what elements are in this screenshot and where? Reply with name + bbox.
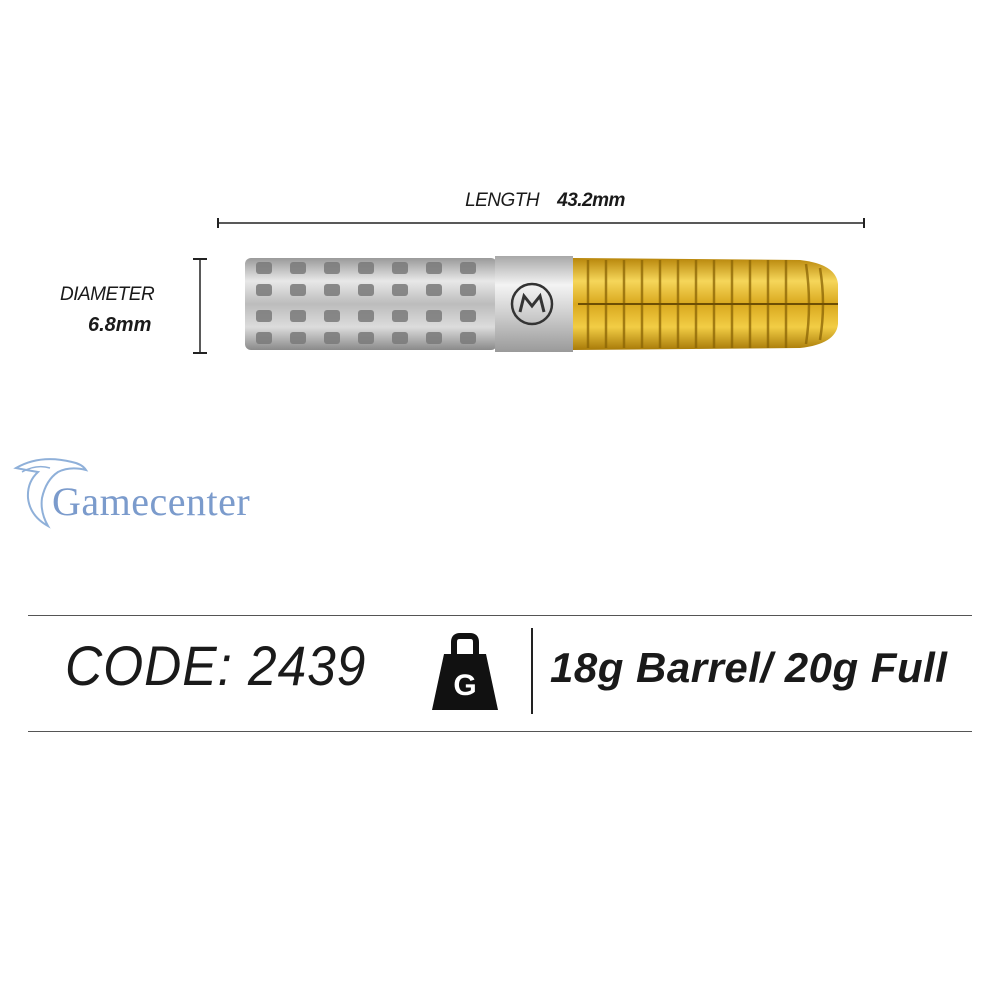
weight-spec: 18g Barrel/ 20g Full: [550, 644, 948, 691]
weight-icon-letter: G: [453, 669, 476, 702]
diameter-label: DIAMETER: [60, 284, 155, 305]
brand-m-icon: [510, 282, 554, 326]
length-dimension-line: [217, 218, 865, 228]
weight-divider: [531, 628, 533, 714]
watermark-text: Gamecenter: [52, 479, 251, 524]
top-divider: [28, 615, 972, 616]
length-value: 43.2mm: [557, 190, 625, 211]
weight-icon: G: [432, 633, 498, 710]
diameter-dimension-line: [193, 258, 207, 354]
bottom-divider: [28, 731, 972, 732]
product-code: CODE: 2439: [65, 634, 367, 697]
dolphin-logo-icon: [13, 458, 89, 529]
diameter-value: 6.8mm: [88, 314, 152, 336]
dart-barrel-image: [245, 256, 838, 352]
length-label: LENGTH: [465, 190, 540, 211]
length-dimension-label: LENGTH 43.2mm: [430, 186, 660, 216]
